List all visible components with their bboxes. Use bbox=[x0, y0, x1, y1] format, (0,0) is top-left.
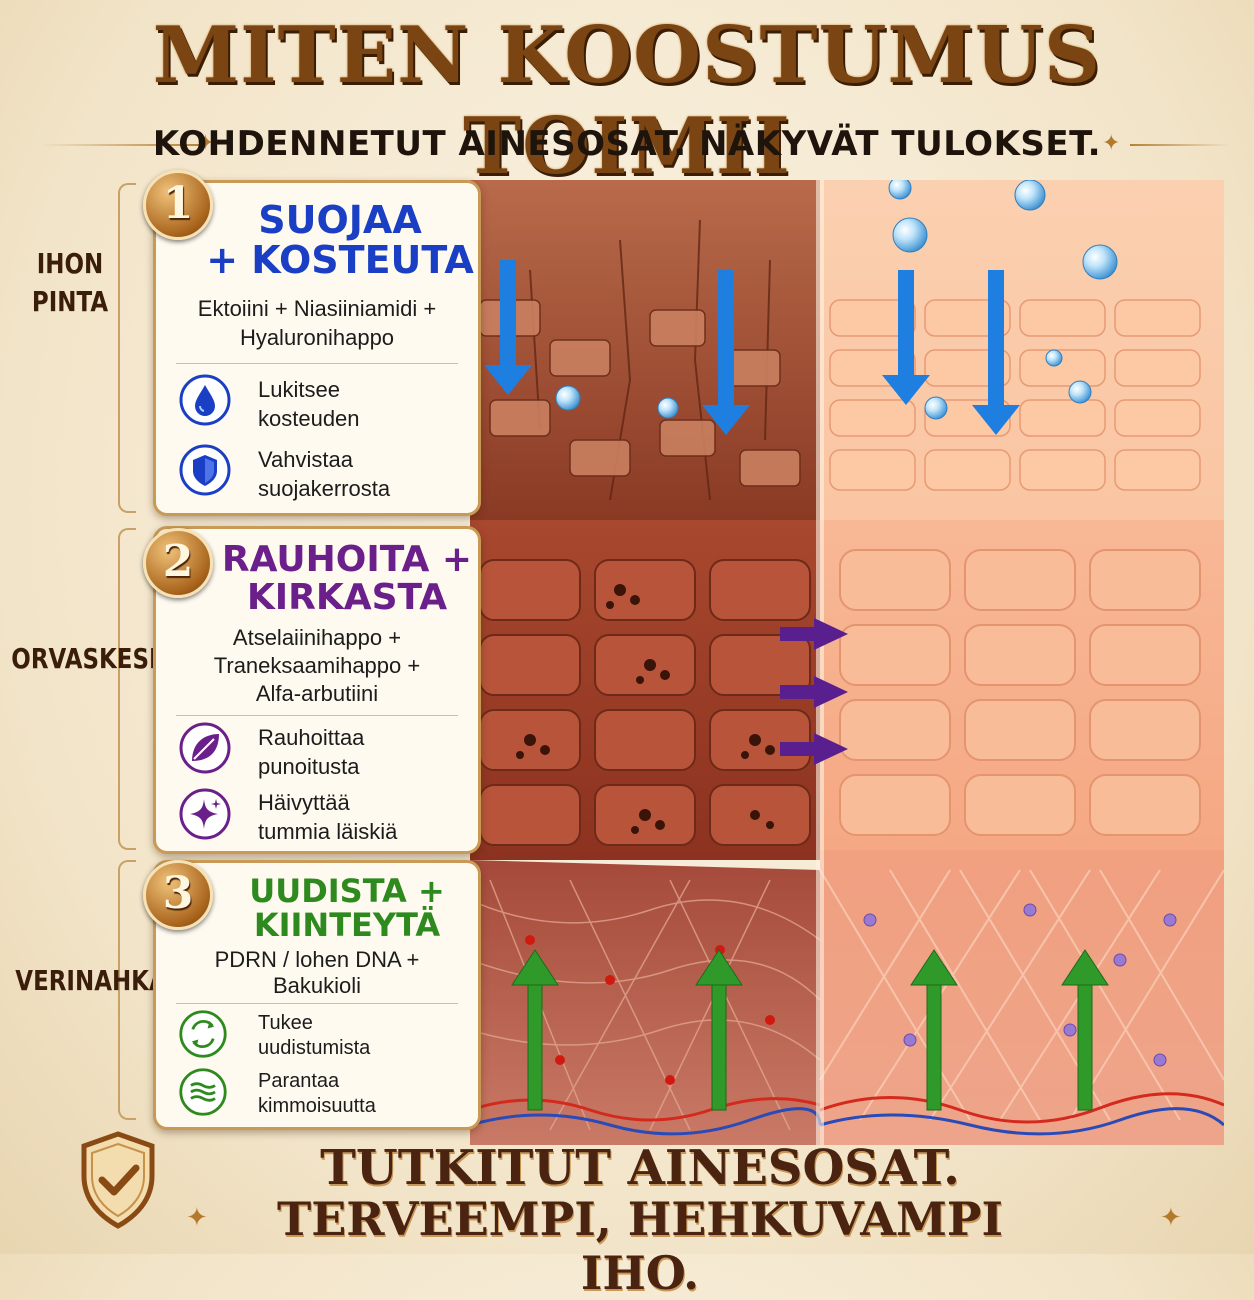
layer-label-epidermis-line1: ORVASKESI bbox=[11, 642, 158, 675]
subtitle: KOHDENNETUT AINESOSAT. NÄKYVÄT TULOKSET. bbox=[152, 124, 1102, 164]
card-3-title-line2: KIINTEYTÄ bbox=[253, 905, 441, 944]
card-2-title-line1: RAUHOITA + bbox=[221, 539, 473, 580]
card-1-benefit-1-line1: Lukitsee bbox=[258, 377, 340, 402]
layer-label-surface-line2: PINTA bbox=[31, 285, 109, 318]
footer-sparkle-right-icon: ✦ bbox=[1160, 1202, 1182, 1232]
card-3-benefit-2: Parantaa kimmoisuutta bbox=[258, 1069, 468, 1119]
card-2-ingredients: Atselaiinihappo + Traneksaamihappo + Alf… bbox=[166, 624, 468, 708]
layer-bracket-epidermis bbox=[118, 528, 136, 850]
card-2-benefit-1-line1: Rauhoittaa bbox=[258, 725, 365, 750]
card-2-separator bbox=[176, 715, 458, 716]
card-2-benefit-1: Rauhoittaa punoitusta bbox=[258, 724, 468, 781]
card-3-number-badge: 3 bbox=[143, 860, 213, 930]
card-2-benefit-2-line1: Häivyttää bbox=[258, 790, 350, 815]
card-3-separator bbox=[176, 1003, 458, 1004]
renew-cycle-icon bbox=[179, 1010, 227, 1058]
card-3-benefit-1: Tukee uudistumista bbox=[258, 1011, 468, 1061]
card-1-benefit-2: Vahvistaa suojakerrosta bbox=[258, 446, 468, 503]
layer-label-surface: IHON PINTA bbox=[21, 245, 119, 321]
card-2-ingredients-line3: Alfa-arbutiini bbox=[255, 681, 379, 707]
card-3-benefit-2-line2: kimmoisuutta bbox=[258, 1095, 376, 1117]
card-3-ingredients-line1: PDRN / lohen DNA + bbox=[214, 947, 420, 972]
card-3-title: UUDISTA + KIINTEYTÄ bbox=[216, 872, 478, 944]
layer-label-surface-line1: IHON bbox=[36, 247, 104, 280]
wave-icon bbox=[179, 1068, 227, 1116]
leaf-icon bbox=[179, 722, 231, 774]
card-3-ingredients: PDRN / lohen DNA + Bakukioli bbox=[166, 947, 468, 1000]
moisture-arrows bbox=[484, 260, 1020, 435]
subtitle-row: ✦ KOHDENNETUT AINESOSAT. NÄKYVÄT TULOKSE… bbox=[0, 120, 1254, 170]
card-1-ingredients: Ektoiini + Niasiiniamidi + Hyaluronihapp… bbox=[166, 295, 468, 352]
card-3-title-line1: UUDISTA + bbox=[249, 872, 445, 910]
card-1-number-badge: 1 bbox=[143, 170, 213, 240]
sparkle-icon bbox=[179, 788, 231, 840]
card-2-ingredients-line1: Atselaiinihappo + bbox=[232, 625, 402, 650]
footer-line-2: TERVEEMPI, HEHKUVAMPI IHO. bbox=[276, 1192, 1004, 1300]
layer-label-dermis-line1: VERINAHKA bbox=[15, 964, 167, 997]
subtitle-left-rule bbox=[40, 144, 200, 146]
card-3-ingredients-line2: Bakukioli bbox=[272, 973, 362, 999]
layer-label-dermis: VERINAHKA bbox=[15, 962, 167, 1000]
card-2-title-line2: KIRKASTA bbox=[246, 576, 448, 618]
card-1-title-line1: SUOJAA bbox=[258, 198, 422, 242]
water-drop-icon bbox=[179, 374, 231, 426]
card-1-title-line2: + KOSTEUTA bbox=[206, 237, 474, 282]
footer-line-1: TUTKITUT AINESOSAT. bbox=[320, 1140, 960, 1196]
card-2-number-badge: 2 bbox=[143, 528, 213, 598]
card-protect-moisturize: SUOJAA + KOSTEUTA Ektoiini + Niasiiniami… bbox=[153, 180, 481, 516]
card-1-benefit-1: Lukitsee kosteuden bbox=[258, 376, 468, 433]
layer-label-epidermis: ORVASKESI bbox=[11, 640, 158, 678]
card-1-benefit-1-line2: kosteuden bbox=[258, 405, 360, 431]
sparkle-right-icon: ✦ bbox=[1102, 130, 1121, 155]
card-1-separator bbox=[176, 363, 458, 364]
shield-icon bbox=[179, 444, 231, 496]
subtitle-right-rule bbox=[1130, 144, 1230, 146]
card-1-benefit-2-line2: suojakerrosta bbox=[258, 475, 391, 501]
card-3-benefit-1-line1: Tukee bbox=[258, 1012, 313, 1034]
card-2-benefit-1-line2: punoitusta bbox=[258, 753, 360, 779]
card-1-benefit-2-line1: Vahvistaa bbox=[258, 447, 353, 472]
card-3-benefit-1-line2: uudistumista bbox=[258, 1037, 371, 1059]
card-2-benefit-2-line2: tummia läiskiä bbox=[258, 818, 398, 844]
card-2-title: RAUHOITA + KIRKASTA bbox=[216, 541, 478, 617]
card-1-ingredients-line1: Ektoiini + Niasiiniamidi + bbox=[197, 296, 437, 321]
layer-bracket-dermis bbox=[118, 860, 136, 1120]
card-1-ingredients-line2: Hyaluronihappo bbox=[239, 324, 395, 350]
card-2-ingredients-line2: Traneksaamihappo + bbox=[213, 653, 421, 679]
footer-sparkle-left-icon: ✦ bbox=[186, 1202, 208, 1232]
layer-bracket-surface bbox=[118, 183, 136, 513]
sparkle-left-icon: ✦ bbox=[196, 130, 215, 155]
skin-cross-section-illustration bbox=[470, 180, 1224, 1145]
shield-check-icon bbox=[81, 1131, 155, 1229]
card-3-benefit-2-line1: Parantaa bbox=[258, 1070, 340, 1092]
card-1-title: SUOJAA + KOSTEUTA bbox=[204, 198, 476, 282]
page-title: MITEN KOOSTUMUS TOIMII bbox=[152, 10, 1102, 192]
card-2-benefit-2: Häivyttää tummia läiskiä bbox=[258, 789, 468, 846]
